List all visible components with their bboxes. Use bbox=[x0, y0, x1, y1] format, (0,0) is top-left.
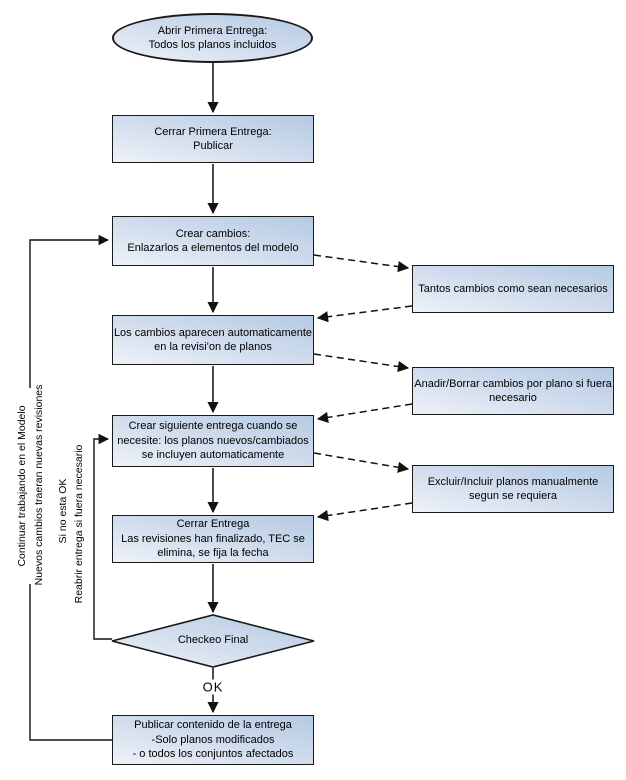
dash-next-delivery-to-side3 bbox=[313, 452, 410, 473]
node-text-line: segun se requiera bbox=[468, 490, 558, 502]
edge-label-if-not-ok: Si no esta OK bbox=[57, 476, 69, 546]
edge-label-ok: OK bbox=[199, 679, 227, 695]
edge-label-reopen-delivery: Reabrir entrega si fuera necesario bbox=[73, 442, 85, 606]
node-text-line: necesario bbox=[489, 392, 537, 404]
node-publish-content: Publicar contenido de la entrega -Solo p… bbox=[112, 715, 314, 765]
node-text-line: necesite: los planos nuevos/cambiados bbox=[117, 434, 309, 447]
node-text-line: Crear cambios: bbox=[175, 227, 251, 240]
edge-label-new-changes-revisions: Nuevos cambios traeran nuevas revisiones bbox=[33, 382, 45, 588]
node-close-first-delivery: Cerrar Primera Entrega: Publicar bbox=[112, 115, 314, 163]
node-side-add-remove: Anadir/Borrar cambios por plano si fuera… bbox=[412, 367, 614, 415]
dash-side3-to-close-delivery bbox=[316, 502, 413, 522]
node-text-line: Excluir/Incluir planos manualmente bbox=[427, 475, 599, 488]
node-side-changes-needed: Tantos cambios como sean necesarios bbox=[412, 265, 614, 313]
edge-label-continue-working-model: Continuar trabajando en el Modelo bbox=[16, 403, 28, 569]
node-text-line: Cerrar Primera Entrega: bbox=[154, 125, 272, 138]
node-create-changes: Crear cambios: Enlazarlos a elementos de… bbox=[112, 216, 314, 266]
loop-final-check-to-next-delivery bbox=[93, 433, 112, 640]
node-text-line: Los cambios aparecen automaticamente bbox=[113, 326, 313, 339]
dash-changes-appear-to-side2 bbox=[313, 353, 410, 373]
dash-create-changes-to-side1 bbox=[313, 254, 410, 273]
node-changes-appear: Los cambios aparecen automaticamente en … bbox=[112, 315, 314, 365]
node-text-line: Publicar bbox=[193, 140, 233, 152]
dashed-connectors bbox=[313, 254, 413, 522]
node-text-line: Crear siguiente entrega cuando se bbox=[128, 420, 298, 433]
node-close-delivery: Cerrar Entrega Las revisiones han finali… bbox=[112, 515, 314, 563]
node-text-line: Todos los planos incluidos bbox=[148, 39, 277, 51]
node-text-line: Publicar contenido de la entrega bbox=[134, 719, 292, 732]
node-create-next-delivery: Crear siguiente entrega cuando se necesi… bbox=[112, 415, 314, 467]
node-text-line: Cerrar Entrega bbox=[176, 518, 250, 531]
node-text-line: Tantos cambios como sean necesarios bbox=[418, 282, 608, 295]
dash-side2-to-next-delivery bbox=[316, 403, 413, 423]
node-final-check-shape bbox=[111, 614, 315, 668]
node-text-line: elimina, se fija la fecha bbox=[157, 547, 269, 560]
node-text-line: Abrir Primera Entrega: bbox=[157, 24, 268, 37]
node-text-line: Las revisiones han finalizado, TEC se bbox=[121, 532, 305, 545]
dash-side1-to-changes-appear bbox=[316, 305, 413, 323]
node-text-line: en la revisi'on de planos bbox=[154, 341, 272, 353]
node-text-line: Enlazarlos a elementos del modelo bbox=[127, 242, 299, 254]
diamond-polygon bbox=[111, 614, 315, 668]
node-final-check-label: Checkeo Final bbox=[177, 634, 249, 646]
node-text-line: -Solo planos modificados bbox=[151, 733, 275, 746]
node-text-line: - o todos los conjuntos afectados bbox=[132, 748, 294, 761]
node-start: Abrir Primera Entrega: Todos los planos … bbox=[112, 13, 313, 63]
node-text-line: se incluyen automaticamente bbox=[141, 449, 285, 462]
node-text-line: Anadir/Borrar cambios por plano si fuera bbox=[414, 377, 612, 390]
node-side-exclude-include: Excluir/Incluir planos manualmente segun… bbox=[412, 465, 614, 513]
